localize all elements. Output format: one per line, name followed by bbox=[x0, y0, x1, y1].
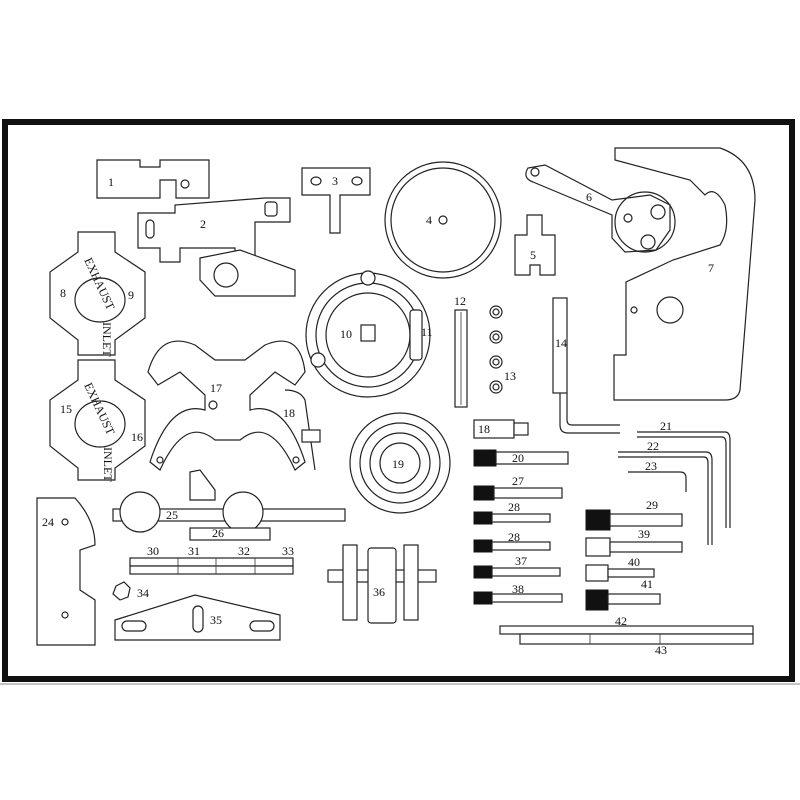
label-18b: 18 bbox=[478, 422, 490, 436]
label-37: 37 bbox=[515, 554, 527, 568]
label-39: 39 bbox=[638, 527, 650, 541]
label-42: 42 bbox=[615, 614, 627, 628]
tool-42-43-rails bbox=[499, 625, 754, 645]
tool-21-23-hex-keys bbox=[618, 431, 731, 545]
tool-10-11-holder bbox=[305, 270, 431, 398]
label-18a: 18 bbox=[283, 406, 295, 420]
label-23: 23 bbox=[645, 459, 657, 473]
tool-2-bracket bbox=[137, 197, 296, 297]
label-40: 40 bbox=[628, 555, 640, 569]
tool-pins-right bbox=[585, 509, 683, 611]
label-36: 36 bbox=[373, 585, 385, 599]
label-14: 14 bbox=[555, 336, 567, 350]
tool-7-plate bbox=[613, 147, 756, 401]
tool-19-pulley bbox=[349, 412, 451, 514]
label-22: 22 bbox=[647, 439, 659, 453]
label-8: 8 bbox=[60, 286, 66, 300]
tool-14-pin bbox=[552, 297, 620, 434]
label-15: 15 bbox=[60, 402, 72, 416]
label-1: 1 bbox=[108, 175, 114, 189]
label-16: 16 bbox=[131, 430, 143, 444]
label-17: 17 bbox=[210, 381, 222, 395]
label-33: 33 bbox=[282, 544, 294, 558]
tool-24-plate bbox=[36, 497, 96, 646]
tool-30-33-strips bbox=[129, 557, 294, 575]
label-38: 38 bbox=[512, 582, 524, 596]
tool-8-9-block: EXHAUST INLET bbox=[49, 231, 146, 357]
label-11: 11 bbox=[421, 325, 433, 339]
label-19: 19 bbox=[392, 457, 404, 471]
label-7: 7 bbox=[708, 261, 714, 275]
tool-5-holder bbox=[514, 214, 556, 276]
label-20: 20 bbox=[512, 451, 524, 465]
tool-35-plate bbox=[114, 594, 281, 641]
label-35: 35 bbox=[210, 613, 222, 627]
label-28a: 28 bbox=[508, 500, 520, 514]
label-6: 6 bbox=[586, 190, 592, 204]
tool-1-plate bbox=[96, 159, 210, 199]
diagram-frame bbox=[2, 119, 795, 682]
tool-18-hook bbox=[284, 389, 321, 471]
svg-text:INLET: INLET bbox=[100, 322, 114, 357]
label-10: 10 bbox=[340, 327, 352, 341]
label-5: 5 bbox=[530, 248, 536, 262]
label-29: 29 bbox=[646, 498, 658, 512]
label-21: 21 bbox=[660, 419, 672, 433]
label-32: 32 bbox=[238, 544, 250, 558]
tool-4-disc bbox=[384, 161, 502, 279]
label-9: 9 bbox=[128, 288, 134, 302]
tool-15-16-block: EXHAUST INLET bbox=[49, 359, 146, 482]
tool-3-pin-plate bbox=[301, 167, 371, 234]
label-24: 24 bbox=[42, 515, 54, 529]
tool-18-small-pin bbox=[473, 419, 529, 439]
tool-13-washers bbox=[489, 305, 503, 394]
tool-36-puller bbox=[327, 544, 437, 624]
label-43: 43 bbox=[655, 643, 667, 657]
label-30: 30 bbox=[147, 544, 159, 558]
label-25: 25 bbox=[166, 508, 178, 522]
label-31: 31 bbox=[188, 544, 200, 558]
tool-pins-left bbox=[473, 449, 569, 605]
label-13: 13 bbox=[504, 369, 516, 383]
tool-34-nut bbox=[112, 581, 131, 601]
svg-text:INLET: INLET bbox=[101, 447, 115, 482]
label-26: 26 bbox=[212, 526, 224, 540]
label-27: 27 bbox=[512, 474, 524, 488]
label-28b: 28 bbox=[508, 530, 520, 544]
label-4: 4 bbox=[426, 213, 432, 227]
label-3: 3 bbox=[332, 174, 338, 188]
tool-6-lever bbox=[525, 164, 676, 253]
label-34: 34 bbox=[137, 586, 149, 600]
tool-17-spider bbox=[147, 340, 306, 471]
tool-25-26-bar bbox=[112, 469, 346, 541]
part-labels: 1 2 3 4 5 6 7 8 9 10 11 12 13 14 15 16 1… bbox=[42, 174, 714, 657]
label-2: 2 bbox=[200, 217, 206, 231]
label-12: 12 bbox=[454, 294, 466, 308]
label-41: 41 bbox=[641, 577, 653, 591]
